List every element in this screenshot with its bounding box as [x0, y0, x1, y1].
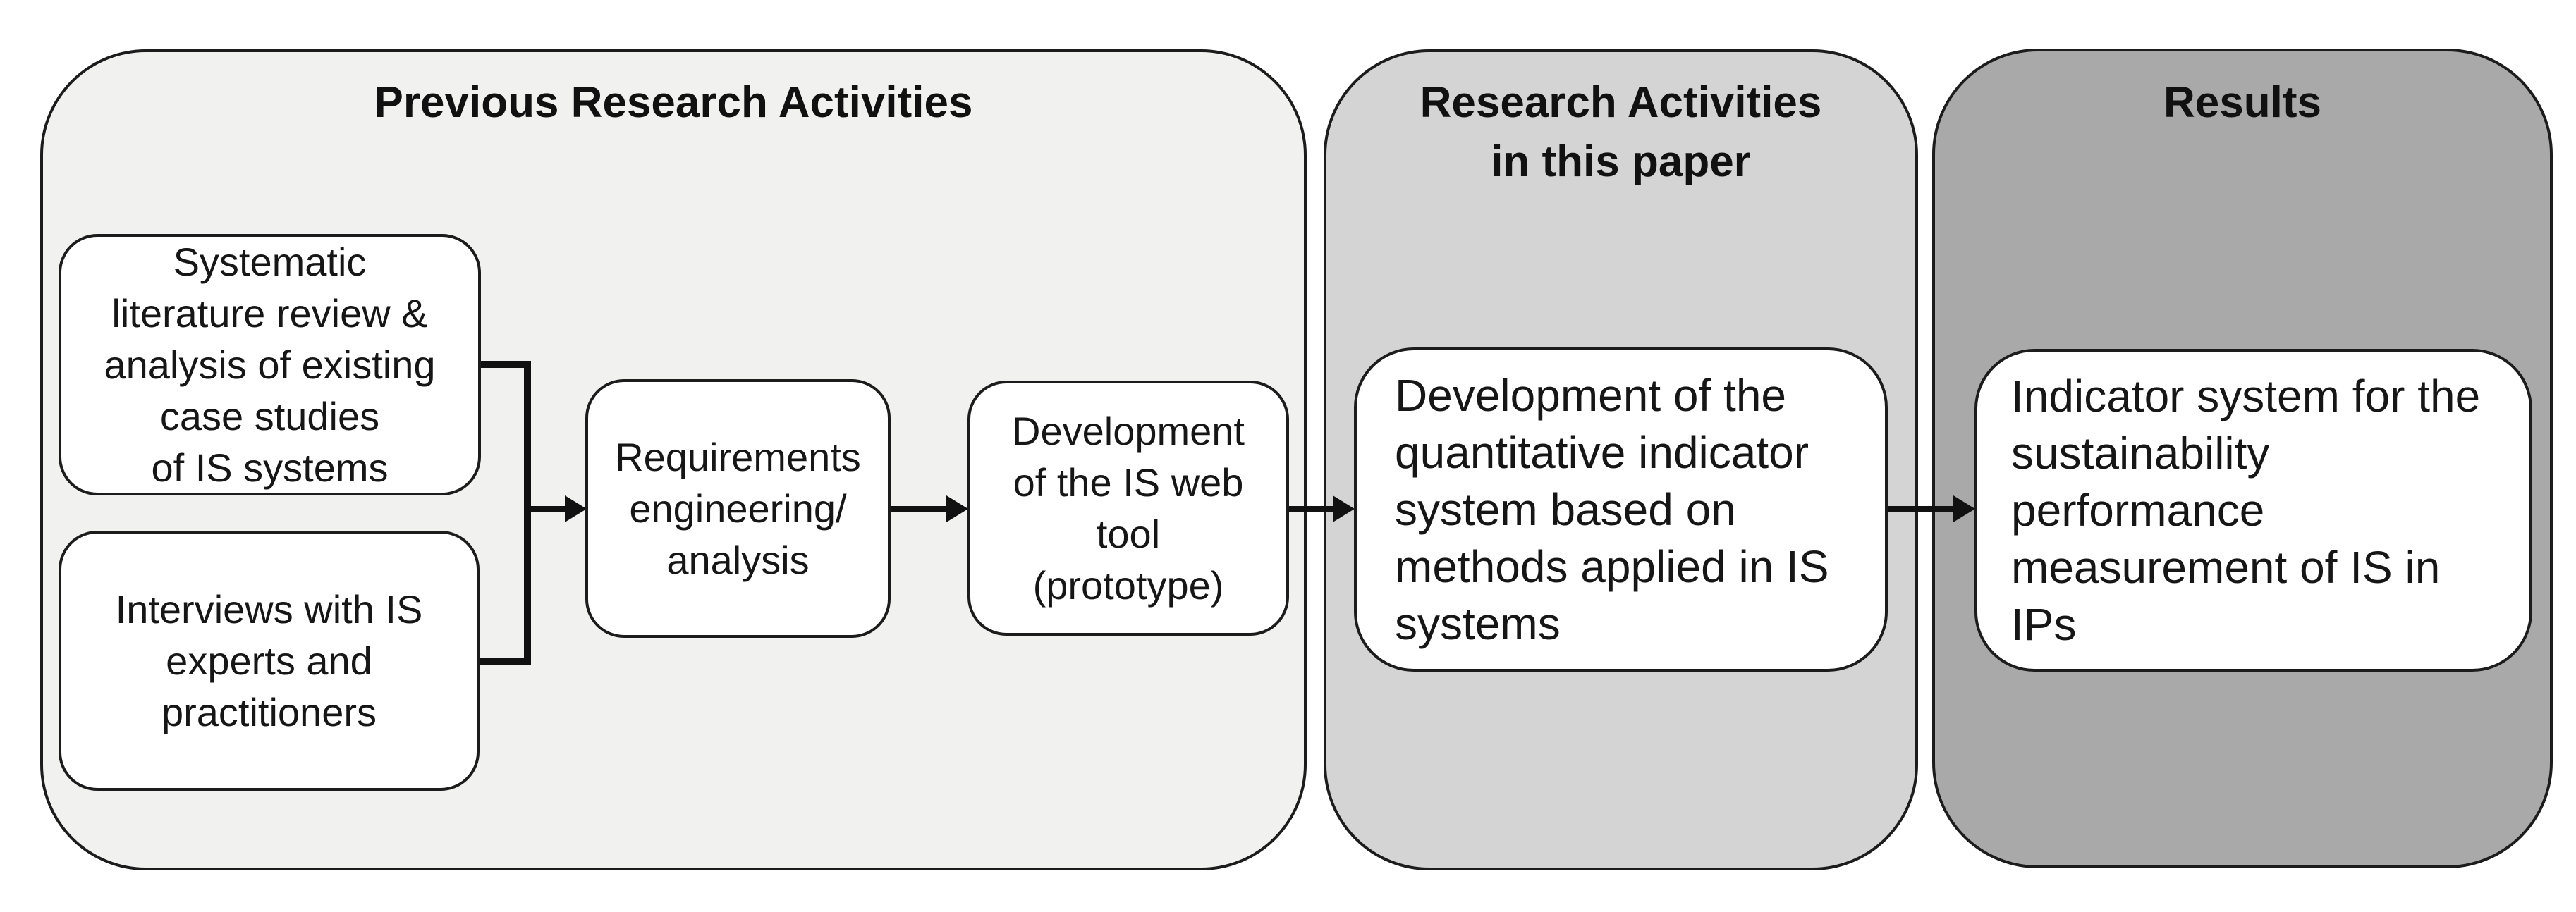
arrow-webtool-to-indicatordev-shaft	[1288, 506, 1333, 512]
arrow-merge-to-requirements-head	[565, 495, 587, 522]
node-indicator-system-result: Indicator system for the sustainability …	[1974, 349, 2532, 672]
node-indicator-system-development-label: Development of the quantitative indicato…	[1395, 369, 1829, 649]
panel-title-results: Results	[2163, 78, 2321, 127]
node-is-web-tool: Development of the IS web tool (prototyp…	[967, 381, 1289, 636]
connector-interviews-branch	[476, 658, 531, 665]
node-literature-review-label: Systematic literature review & analysis …	[104, 240, 436, 490]
arrow-requirements-to-webtool-head	[946, 495, 968, 522]
connector-literature-review-branch	[478, 361, 531, 368]
arrow-requirements-to-webtool-shaft	[889, 506, 947, 512]
panel-title-previous-research-activities: Previous Research Activities	[374, 78, 973, 127]
arrow-indicatordev-to-result-shaft	[1886, 506, 1954, 512]
node-indicator-system-development: Development of the quantitative indicato…	[1354, 347, 1888, 672]
node-indicator-system-result-label: Indicator system for the sustainability …	[2011, 370, 2481, 650]
connector-merge-vertical	[524, 361, 531, 665]
node-interviews-label: Interviews with IS experts and practitio…	[115, 587, 423, 734]
arrow-webtool-to-indicatordev-head	[1333, 495, 1355, 522]
node-requirements-engineering: Requirements engineering/ analysis	[585, 379, 891, 638]
node-requirements-engineering-label: Requirements engineering/ analysis	[615, 435, 861, 582]
arrow-indicatordev-to-result-head	[1953, 495, 1975, 522]
node-interviews: Interviews with IS experts and practitio…	[59, 531, 480, 791]
node-literature-review: Systematic literature review & analysis …	[59, 234, 481, 495]
node-is-web-tool-label: Development of the IS web tool (prototyp…	[1012, 409, 1245, 608]
panel-title-research-activities-in-this-paper: Research Activities in this paper	[1420, 78, 1822, 186]
arrow-merge-to-requirements-shaft	[527, 506, 566, 512]
